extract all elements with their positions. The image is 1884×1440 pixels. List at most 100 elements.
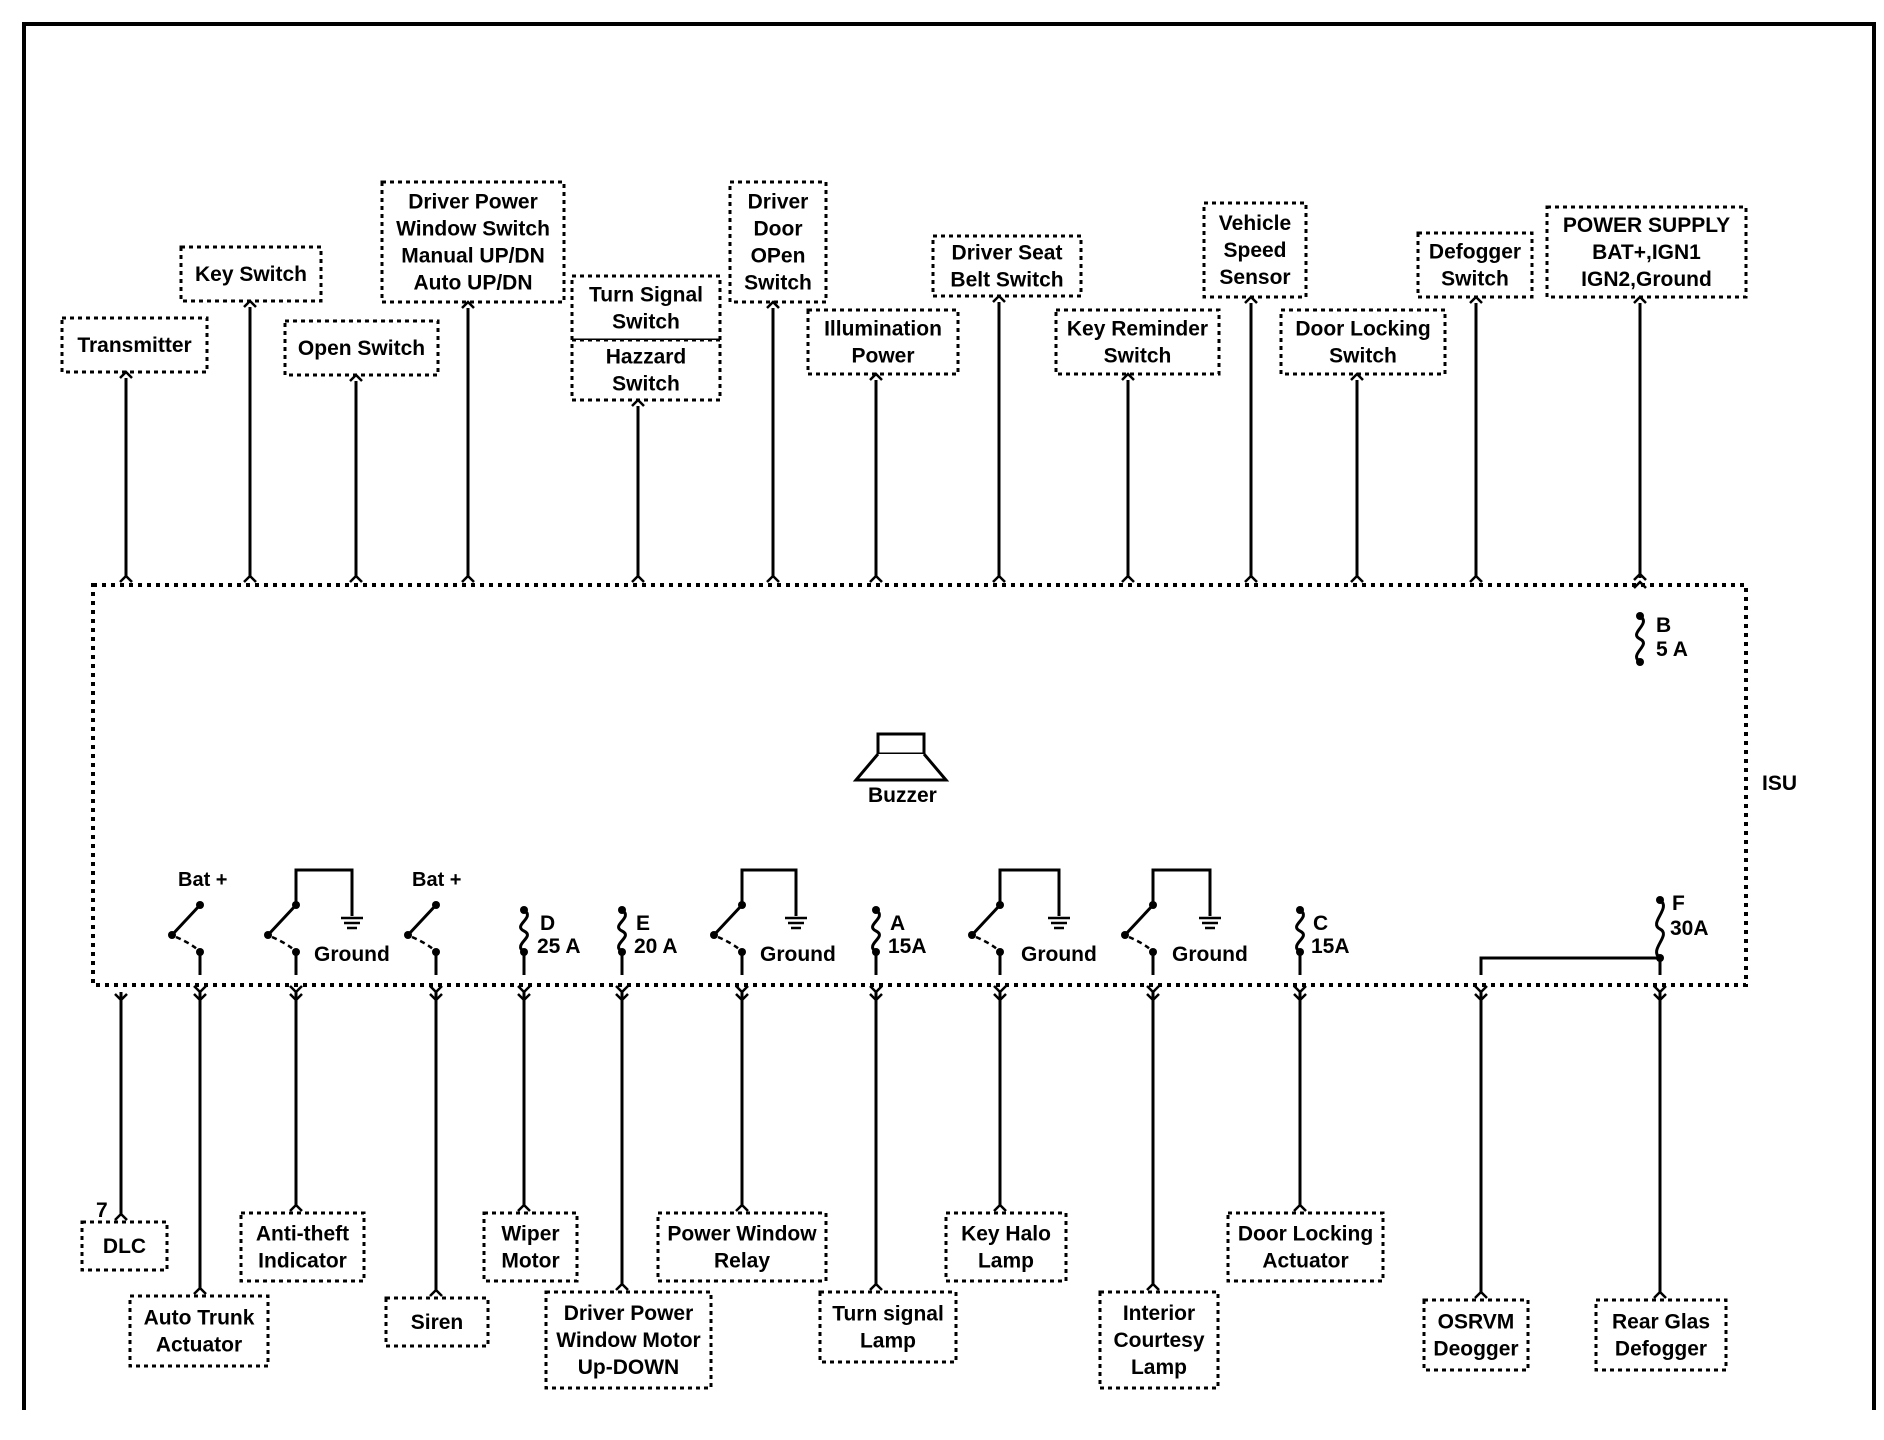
connector-symbol bbox=[119, 370, 133, 379]
connector-symbol bbox=[114, 993, 128, 1002]
siren-box: Siren bbox=[384, 1296, 490, 1348]
connector-symbol bbox=[1121, 574, 1135, 583]
connector-symbol bbox=[1121, 372, 1135, 381]
connector-symbol bbox=[992, 574, 1006, 583]
connector-symbol bbox=[119, 574, 133, 583]
connector-symbol bbox=[1350, 574, 1364, 583]
anti-theft-indicator-label-line: Anti-theft bbox=[256, 1223, 349, 1246]
driver-power-window-switch-label-line: Manual UP/DN bbox=[401, 245, 545, 268]
connector-symbol bbox=[631, 398, 645, 407]
open-switch-outline bbox=[283, 319, 440, 377]
fuse-e-symbol bbox=[617, 906, 627, 956]
door-locking-switch-label-line: Door Locking bbox=[1295, 318, 1430, 341]
connector-symbol bbox=[869, 1282, 883, 1291]
driver-power-window-switch-label-line: Driver Power bbox=[408, 191, 538, 214]
driver-power-window-switch-label-line: Window Switch bbox=[396, 218, 550, 241]
wiper-motor-outline bbox=[482, 1211, 579, 1283]
wire-group bbox=[114, 294, 1667, 1299]
connector-symbol bbox=[1146, 993, 1160, 1002]
connector-symbol bbox=[993, 1203, 1007, 1212]
connector-symbol bbox=[631, 574, 645, 583]
fuse-c-rating: 15A bbox=[1311, 935, 1350, 958]
ground-switch-anti-theft bbox=[264, 868, 354, 975]
turn-signal-lamp-outline bbox=[818, 1290, 958, 1364]
door-locking-actuator-label-line: Door Locking bbox=[1238, 1223, 1373, 1246]
fuse-f-symbol bbox=[1655, 896, 1665, 962]
driver-power-window-motor-label-line: Window Motor bbox=[556, 1329, 700, 1352]
vehicle-speed-sensor-outline bbox=[1202, 201, 1308, 299]
transmitter-box: Transmitter bbox=[60, 316, 209, 374]
key-reminder-switch-label-line: Key Reminder bbox=[1067, 318, 1208, 341]
driver-power-window-switch-outline bbox=[380, 180, 566, 304]
power-supply-outline bbox=[1545, 205, 1748, 299]
power-window-relay-label-line: Power Window bbox=[667, 1223, 817, 1246]
connector-symbol bbox=[1633, 580, 1647, 589]
turn-signal-switch-label-line: Switch bbox=[612, 311, 680, 334]
vehicle-speed-sensor-label-line: Vehicle bbox=[1219, 212, 1291, 235]
connector-symbol bbox=[1633, 295, 1647, 304]
connector-symbol bbox=[993, 993, 1007, 1002]
dlc-pin-number: 7 bbox=[96, 1199, 108, 1222]
connector-symbol bbox=[1350, 372, 1364, 381]
hazzard-switch-outline bbox=[570, 338, 722, 402]
bat-switch-siren bbox=[404, 901, 440, 975]
connector-symbol bbox=[429, 1288, 443, 1297]
buzzer-icon bbox=[852, 732, 950, 782]
connector-symbol bbox=[1469, 574, 1483, 583]
bat-plus-label-2: Bat + bbox=[412, 869, 461, 891]
key-halo-lamp-outline bbox=[944, 1211, 1068, 1283]
fuse-a-symbol bbox=[871, 906, 881, 956]
interior-courtesy-lamp-label-line: Interior bbox=[1123, 1302, 1195, 1325]
hazzard-switch-label-line: Switch bbox=[612, 373, 680, 396]
siren-outline bbox=[384, 1296, 490, 1348]
driver-door-open-switch-label-line: OPen bbox=[751, 245, 806, 268]
key-halo-lamp-label-line: Lamp bbox=[978, 1250, 1034, 1273]
key-switch-label-line: Key Switch bbox=[195, 263, 307, 286]
connector-symbol bbox=[243, 299, 257, 308]
connector-symbol bbox=[1293, 1203, 1307, 1212]
ground-switch-key-halo bbox=[968, 868, 1061, 975]
open-switch-label-line: Open Switch bbox=[298, 337, 425, 360]
ground-label-1: Ground bbox=[314, 943, 390, 966]
connector-symbol bbox=[349, 574, 363, 583]
connector-symbol bbox=[615, 985, 629, 994]
ground-label-3: Ground bbox=[1021, 943, 1097, 966]
ground-switch-courtesy bbox=[1121, 868, 1212, 975]
open-switch-box: Open Switch bbox=[283, 319, 440, 377]
fuse-b-letter: B bbox=[1656, 614, 1671, 637]
fuse-b-symbol bbox=[1635, 612, 1645, 666]
connector-symbol bbox=[517, 985, 531, 994]
key-reminder-switch-outline bbox=[1054, 308, 1221, 376]
isu-label: ISU bbox=[1762, 772, 1797, 795]
anti-theft-indicator-label-line: Indicator bbox=[258, 1250, 347, 1273]
ground-symbol-icon bbox=[341, 916, 363, 930]
power-window-relay-outline bbox=[656, 1211, 828, 1283]
illumination-power-outline bbox=[806, 308, 960, 376]
connector-symbol bbox=[1653, 985, 1667, 994]
connector-symbol bbox=[429, 993, 443, 1002]
connector-symbol bbox=[517, 993, 531, 1002]
connector-symbol bbox=[1293, 985, 1307, 994]
fuse-d-symbol bbox=[519, 906, 529, 956]
connector-symbol bbox=[1474, 993, 1488, 1002]
connector-symbol bbox=[193, 993, 207, 1002]
connector-symbol bbox=[461, 574, 475, 583]
fuse-f-rating: 30A bbox=[1670, 917, 1709, 940]
wiper-motor-label-line: Wiper bbox=[501, 1223, 559, 1246]
key-reminder-switch-label-line: Switch bbox=[1104, 345, 1172, 368]
turn-signal-lamp-label-line: Lamp bbox=[860, 1330, 916, 1353]
